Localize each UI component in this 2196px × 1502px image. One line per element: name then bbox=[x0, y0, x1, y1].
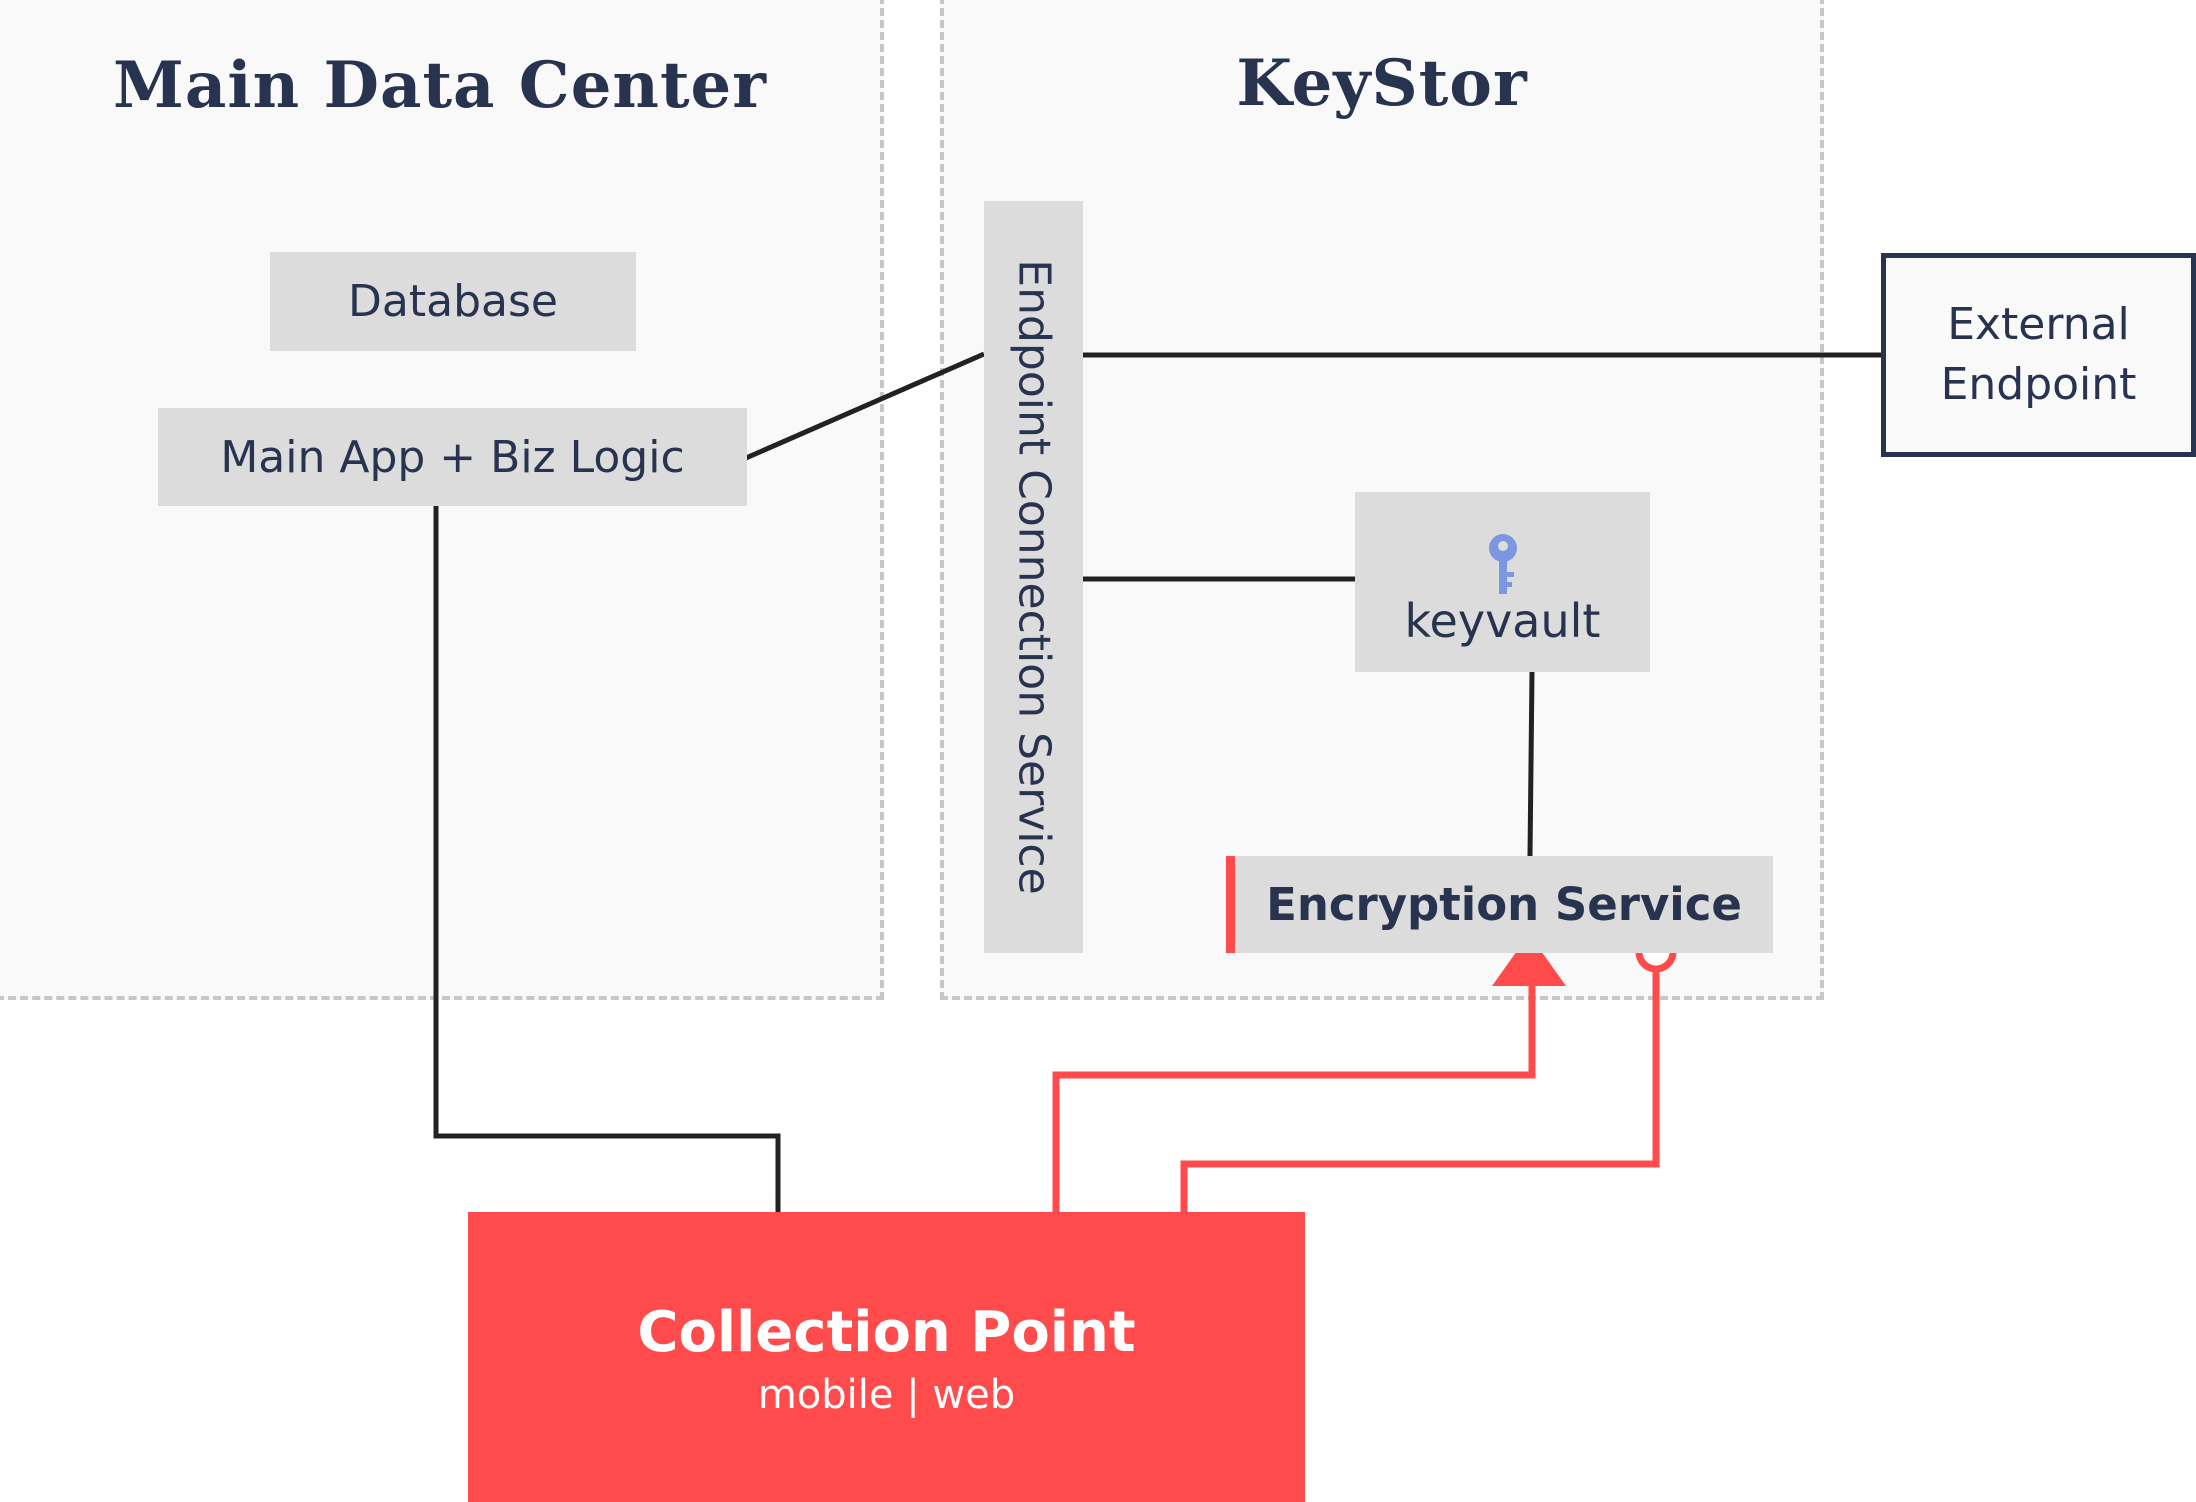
collection-point-title: Collection Point bbox=[637, 1300, 1136, 1365]
collection-point-node[interactable]: Collection Point mobile | web bbox=[468, 1212, 1305, 1502]
keyvault-label: keyvault bbox=[1404, 594, 1601, 648]
keystor-zone: KeyStor bbox=[940, 0, 1824, 1000]
collection-point-subtitle: mobile | web bbox=[757, 1372, 1016, 1418]
main-data-center-title: Main Data Center bbox=[113, 48, 767, 123]
keyvault-node[interactable]: keyvault bbox=[1355, 492, 1650, 672]
endpoint-connection-service-label: Endpoint Connection Service bbox=[1008, 259, 1059, 895]
database-node[interactable]: Database bbox=[270, 252, 636, 351]
endpoint-connection-service-node[interactable]: Endpoint Connection Service bbox=[984, 201, 1083, 953]
main-app-node[interactable]: Main App + Biz Logic bbox=[158, 408, 747, 506]
key-icon bbox=[1488, 534, 1517, 594]
encryption-service-node[interactable]: Encryption Service bbox=[1226, 856, 1773, 953]
keystor-title: KeyStor bbox=[1236, 46, 1528, 121]
external-endpoint-node[interactable]: External Endpoint bbox=[1881, 253, 2196, 457]
